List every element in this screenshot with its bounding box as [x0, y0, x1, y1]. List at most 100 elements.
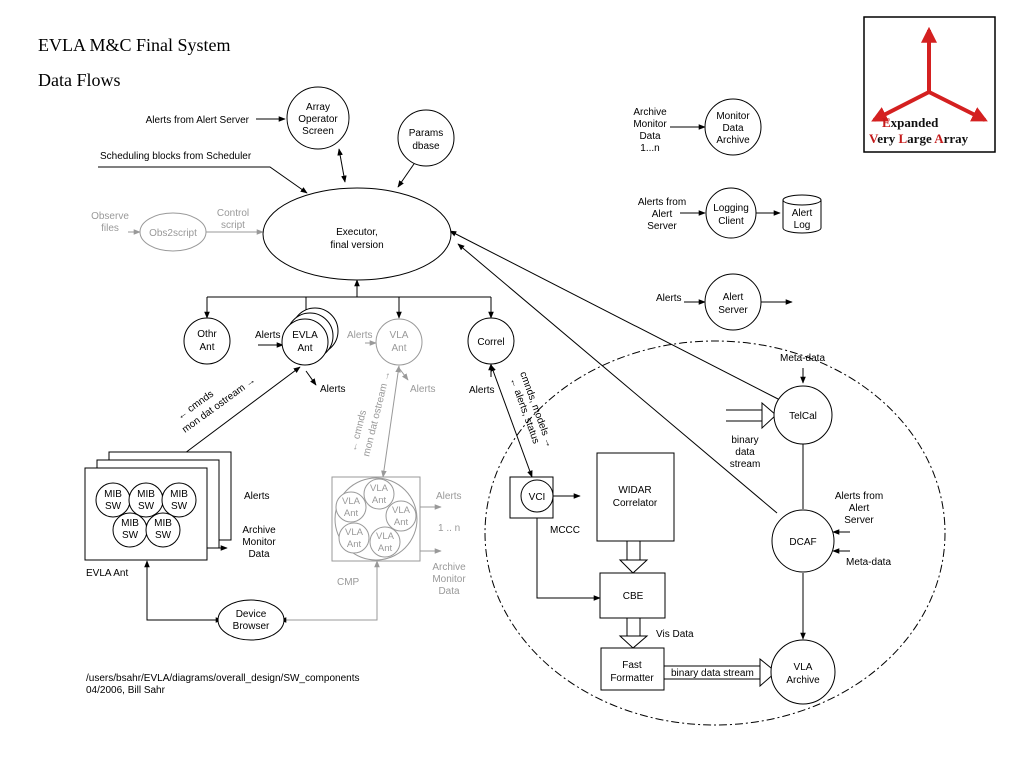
svg-text:Archive: Archive	[716, 135, 750, 146]
svg-text:VLA: VLA	[392, 505, 411, 516]
cbe-node[interactable]: CBE	[599, 572, 666, 619]
evla-logo: Expanded Very Large Array	[863, 16, 996, 153]
svg-text:Server: Server	[647, 221, 677, 232]
meta-data-label: Meta-data	[846, 557, 891, 568]
svg-text:Server: Server	[844, 515, 874, 526]
cmp-vla-ant-module: VLA Ant	[363, 478, 395, 510]
svg-text:VLA: VLA	[370, 483, 389, 494]
svg-text:VLA: VLA	[376, 531, 395, 542]
evla-ant-label: EVLA Ant	[86, 568, 128, 579]
alerts-label: Alerts	[436, 491, 462, 502]
svg-text:Ant: Ant	[378, 543, 393, 554]
svg-text:Device: Device	[236, 609, 267, 620]
cmp-vla-ant-module: VLA Ant	[338, 522, 370, 554]
correlator-boundary	[484, 340, 946, 726]
archive-monitor-data-label: Archive	[633, 107, 667, 118]
alerts-from-alert-server-label: Alerts from	[835, 491, 883, 502]
svg-text:TelCal: TelCal	[789, 411, 817, 422]
svg-text:VLA: VLA	[345, 527, 364, 538]
footer-date-author: 04/2006, Bill Sahr	[86, 685, 166, 696]
svg-text:SW: SW	[105, 501, 122, 512]
svg-text:SW: SW	[138, 501, 155, 512]
evla-ant-hardware[interactable]: MIB SW MIB SW MIB SW MIB SW MIB SW	[84, 451, 232, 561]
svg-text:Monitor: Monitor	[633, 119, 667, 130]
device-browser-node[interactable]: Device Browser	[217, 599, 285, 641]
dcaf-node[interactable]: DCAF	[771, 509, 835, 573]
executor-node[interactable]: Executor, final version	[262, 187, 452, 281]
svg-text:Ant: Ant	[391, 343, 406, 354]
cmp-vla-ant-module: VLA Ant	[335, 491, 367, 523]
cmp-vla-ant-module: VLA Ant	[385, 500, 417, 532]
mib-sw-module: MIB SW	[112, 512, 148, 548]
vci-node[interactable]: VCI	[509, 476, 554, 519]
observe-files-label: Observe	[91, 211, 129, 222]
scheduling-blocks-label: Scheduling blocks from Scheduler	[100, 151, 252, 162]
svg-text:EVLA: EVLA	[292, 330, 318, 341]
svg-text:Alert: Alert	[723, 292, 744, 303]
control-script-label: Control	[217, 208, 249, 219]
binary-data-stream-label: binary	[731, 435, 758, 446]
svg-text:data: data	[735, 447, 755, 458]
othr-ant-node[interactable]: Othr Ant	[183, 317, 231, 365]
vla-archive-node[interactable]: VLA Archive	[770, 639, 836, 705]
svg-text:Monitor: Monitor	[242, 537, 276, 548]
svg-text:Very Large Array: Very Large Array	[869, 131, 969, 146]
meta-data-label: Meta-data	[780, 353, 825, 364]
vla-ant-node[interactable]: VLA Ant	[375, 318, 423, 366]
evla-ant-node[interactable]: EVLA Ant	[281, 307, 339, 366]
binary-data-stream-label: binary data stream	[671, 668, 754, 679]
array-operator-screen-node[interactable]: Array Operator Screen	[286, 86, 350, 150]
svg-text:Correlator: Correlator	[613, 498, 658, 509]
params-dbase-node[interactable]: Params dbase	[397, 109, 455, 167]
alerts-label: Alerts	[410, 384, 436, 395]
alert-log-node[interactable]: Alert Log	[782, 194, 822, 234]
logging-client-node[interactable]: Logging Client	[705, 187, 757, 239]
svg-text:Logging: Logging	[713, 203, 749, 214]
svg-text:VCI: VCI	[529, 492, 546, 503]
svg-text:Othr: Othr	[197, 329, 217, 340]
page-title: EVLA M&C Final System	[38, 35, 231, 55]
mib-sw-module: MIB SW	[95, 482, 131, 518]
svg-text:Ant: Ant	[347, 539, 362, 550]
fast-formatter-node[interactable]: Fast Formatter	[600, 647, 665, 691]
svg-text:MIB: MIB	[137, 489, 155, 500]
svg-text:final version: final version	[330, 240, 383, 251]
alerts-from-alert-server-label: Alerts from	[638, 197, 686, 208]
svg-text:CBE: CBE	[623, 591, 644, 602]
svg-text:WIDAR: WIDAR	[618, 485, 651, 496]
svg-text:Data: Data	[722, 123, 744, 134]
correl-node[interactable]: Correl	[467, 317, 515, 365]
cmp-hardware[interactable]: VLA Ant VLA Ant VLA Ant VLA Ant VLA Ant	[331, 476, 421, 562]
one-to-n-label: 1 .. n	[438, 523, 460, 534]
svg-text:Data: Data	[438, 586, 460, 597]
obs2script-node[interactable]: Obs2script	[139, 212, 207, 252]
archive-monitor-data-label: Archive	[432, 562, 466, 573]
svg-text:Formatter: Formatter	[610, 673, 654, 684]
svg-text:VLA: VLA	[794, 662, 813, 673]
svg-text:Fast: Fast	[622, 660, 642, 671]
alerts-label: Alerts	[244, 491, 270, 502]
mib-sw-module: MIB SW	[128, 482, 164, 518]
alerts-from-alert-server-label: Alerts from Alert Server	[146, 115, 250, 126]
monitor-data-archive-node[interactable]: Monitor Data Archive	[704, 98, 762, 156]
svg-text:Data: Data	[639, 131, 661, 142]
svg-text:VLA: VLA	[390, 330, 409, 341]
cmp-vla-ant-module: VLA Ant	[369, 526, 401, 558]
svg-text:DCAF: DCAF	[789, 537, 816, 548]
alerts-label: Alerts	[320, 384, 346, 395]
alert-server-node[interactable]: Alert Server	[704, 273, 762, 331]
svg-text:Alert: Alert	[792, 208, 813, 219]
svg-text:stream: stream	[730, 459, 761, 470]
widar-correlator-node[interactable]: WIDAR Correlator	[596, 452, 675, 542]
telcal-node[interactable]: TelCal	[773, 385, 833, 445]
mib-sw-module: MIB SW	[161, 482, 197, 518]
archive-monitor-data-label: Archive	[242, 525, 276, 536]
svg-text:Screen: Screen	[302, 126, 334, 137]
alerts-label: Alerts	[347, 330, 373, 341]
alerts-label: Alerts	[656, 293, 682, 304]
svg-text:VLA: VLA	[342, 496, 361, 507]
alerts-label: Alerts	[469, 385, 495, 396]
svg-text:Operator: Operator	[298, 114, 338, 125]
page-subtitle: Data Flows	[38, 70, 121, 90]
